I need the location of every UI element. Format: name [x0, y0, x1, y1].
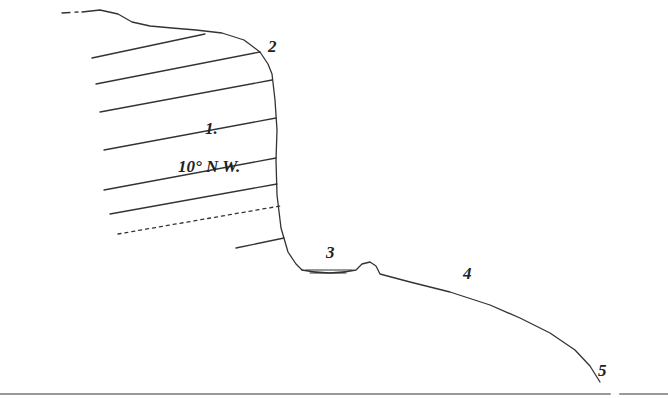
stratum-line — [236, 238, 284, 248]
stratum-line — [104, 158, 276, 190]
basin-outline — [302, 262, 600, 382]
stratum-line — [96, 52, 260, 84]
baseline — [0, 393, 668, 395]
cliff-profile — [82, 10, 302, 270]
water-hatch — [306, 270, 352, 273]
callout-number: 3 — [326, 244, 335, 261]
stratum-line — [110, 184, 277, 214]
dip-annotation: 10° N W. — [178, 158, 240, 175]
stratum-number: 1. — [205, 120, 218, 137]
stratum-line — [92, 34, 205, 58]
callout-number: 2 — [268, 38, 277, 55]
callout-number: 4 — [463, 265, 472, 282]
stratum-line — [118, 206, 280, 234]
stratum-line — [100, 80, 272, 112]
cliff-top-dashed — [62, 12, 78, 13]
callout-number: 5 — [598, 362, 607, 379]
stratum-line — [104, 118, 276, 150]
